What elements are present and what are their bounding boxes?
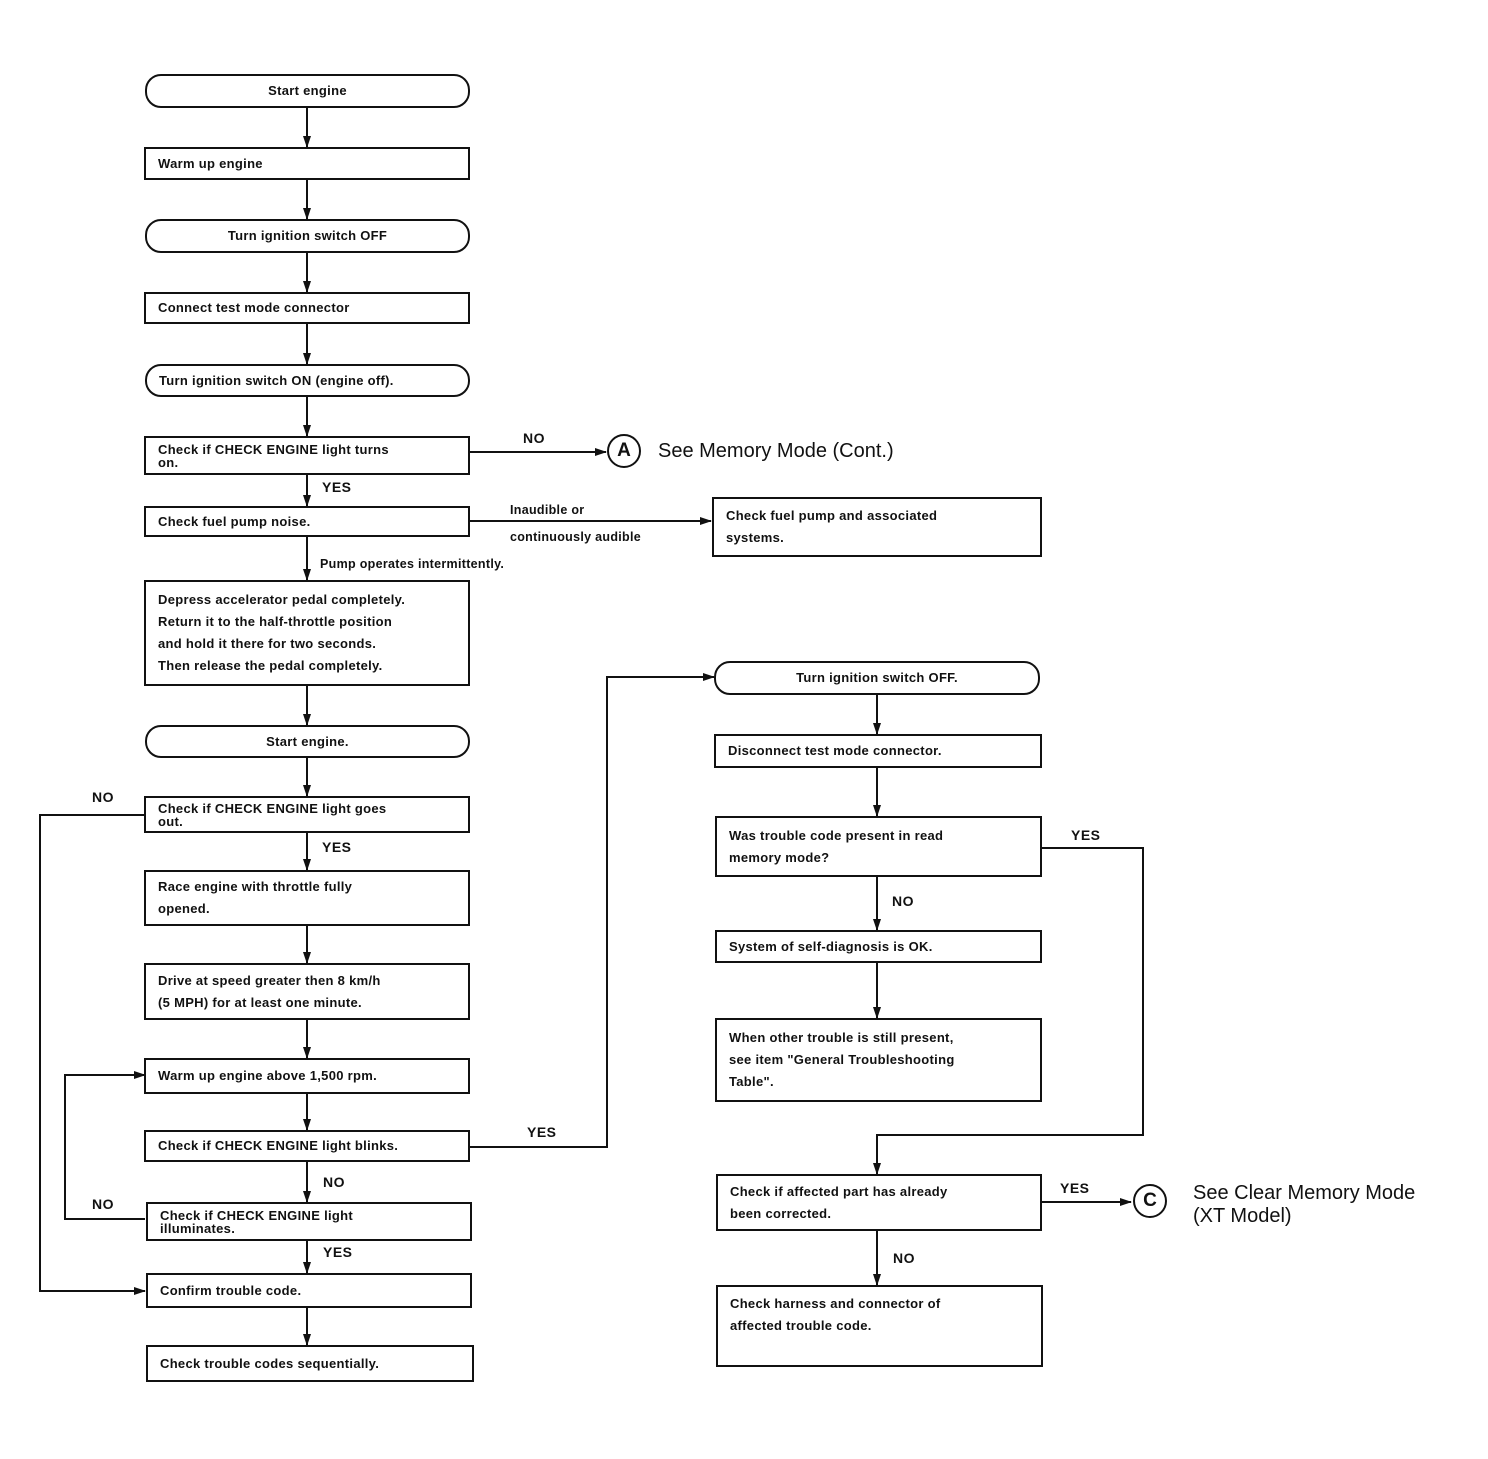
edge-label-yes: YES — [1060, 1180, 1090, 1196]
step-text: Check fuel pump and associated — [726, 508, 938, 523]
step-ignition-off: Turn ignition switch OFF — [145, 219, 470, 253]
edge-label-yes: YES — [1071, 827, 1101, 843]
step-text: see item "General Troubleshooting — [729, 1052, 955, 1067]
step-text: Disconnect test mode connector. — [728, 743, 942, 758]
step-start-engine: Start engine — [145, 74, 470, 108]
flow-line — [64, 1071, 146, 1220]
step-text: Table". — [729, 1074, 774, 1089]
step-text: Check if CHECK ENGINE light goes — [158, 800, 387, 816]
step-check-codes-sequentially: Check trouble codes sequentially. — [146, 1345, 474, 1382]
step-text: Check if CHECK ENGINE light blinks. — [158, 1138, 399, 1153]
step-text: Confirm trouble code. — [160, 1282, 302, 1298]
edge-label-pump-inaudible: continuously audible — [510, 530, 642, 544]
decision-light-blinks: Check if CHECK ENGINE light blinks. — [144, 1130, 470, 1162]
step-ignition-on: Turn ignition switch ON (engine off). — [145, 364, 470, 397]
step-confirm-trouble-code: Confirm trouble code. — [146, 1273, 472, 1308]
step-text: Check fuel pump noise. — [158, 513, 311, 529]
step-text: Turn ignition switch ON (engine off). — [159, 372, 394, 388]
edge-label-no: NO — [523, 430, 545, 446]
step-text: systems. — [726, 530, 785, 545]
step-start-engine-2: Start engine. — [145, 725, 470, 758]
decision-light-goes-out: Check if CHECK ENGINE light goes out. — [144, 796, 470, 833]
step-text: on. — [158, 454, 179, 470]
step-text: Return it to the half-throttle position — [158, 614, 393, 629]
edge-label-yes: YES — [323, 1244, 353, 1260]
edge-label-no: NO — [892, 893, 914, 909]
decision-light-turns-on: Check if CHECK ENGINE light turns on. — [144, 436, 470, 475]
edge-label-pump-inaudible: Inaudible or — [510, 503, 585, 517]
step-text: (5 MPH) for at least one minute. — [158, 994, 362, 1010]
step-other-trouble: When other trouble is still present, see… — [715, 1018, 1042, 1102]
step-disconnect-test-mode: Disconnect test mode connector. — [714, 734, 1042, 768]
step-connect-test-mode: Connect test mode connector — [144, 292, 470, 324]
step-warm-up-1500: Warm up engine above 1,500 rpm. — [144, 1058, 470, 1094]
step-text: affected trouble code. — [730, 1318, 872, 1333]
connector-c-reference: (XT Model) — [1193, 1205, 1292, 1227]
connector-a[interactable]: A — [607, 434, 641, 468]
step-text: Check harness and connector of — [730, 1296, 941, 1311]
step-text: and hold it there for two seconds. — [158, 636, 377, 651]
flow-line — [470, 673, 715, 1148]
step-drive: Drive at speed greater then 8 km/h (5 MP… — [144, 963, 470, 1020]
step-text: been corrected. — [730, 1205, 832, 1221]
step-text: Check if CHECK ENGINE light — [160, 1207, 354, 1223]
edge-label-yes: YES — [322, 479, 352, 495]
edge-label-no: NO — [893, 1250, 915, 1266]
step-text: memory mode? — [729, 849, 830, 865]
edge-label-yes: YES — [322, 839, 352, 855]
step-text: When other trouble is still present, — [729, 1030, 954, 1045]
connector-c[interactable]: C — [1133, 1184, 1167, 1218]
step-text: Was trouble code present in read — [729, 827, 944, 843]
step-check-harness: Check harness and connector of affected … — [716, 1285, 1043, 1367]
connector-letter: C — [1143, 1190, 1157, 1211]
flow-line — [873, 847, 1144, 1175]
step-text: Connect test mode connector — [158, 300, 350, 315]
step-warm-up-engine: Warm up engine — [144, 147, 470, 180]
flow-line — [39, 814, 146, 1295]
step-race-engine: Race engine with throttle fully opened. — [144, 870, 470, 926]
step-text: Race engine with throttle fully — [158, 879, 353, 894]
connector-a-reference: See Memory Mode (Cont.) — [658, 440, 894, 462]
step-text: out. — [158, 813, 184, 829]
step-text: Depress accelerator pedal completely. — [158, 592, 406, 607]
step-text: Turn ignition switch OFF. — [796, 670, 958, 685]
step-text: Start engine. — [266, 733, 349, 749]
step-text: opened. — [158, 901, 210, 916]
step-check-pump-systems: Check fuel pump and associated systems. — [712, 497, 1042, 557]
step-text: Check if CHECK ENGINE light turns — [158, 441, 389, 457]
connector-letter: A — [617, 440, 631, 461]
edge-label-no: NO — [92, 789, 114, 805]
connector-c-reference: See Clear Memory Mode — [1193, 1182, 1416, 1204]
step-text: illuminates. — [160, 1220, 236, 1236]
edge-label-no: NO — [92, 1196, 114, 1212]
step-ignition-off-2: Turn ignition switch OFF. — [714, 661, 1040, 695]
step-text: Turn ignition switch OFF — [227, 228, 388, 243]
step-text: Drive at speed greater then 8 km/h — [158, 972, 381, 988]
step-text: System of self-diagnosis is OK. — [729, 938, 933, 954]
step-text: Warm up engine above 1,500 rpm. — [158, 1068, 378, 1083]
decision-light-illuminates: Check if CHECK ENGINE light illuminates. — [146, 1202, 472, 1241]
step-self-diagnosis-ok: System of self-diagnosis is OK. — [715, 930, 1042, 963]
step-text: Check if affected part has already — [730, 1183, 948, 1199]
edge-label-no: NO — [323, 1174, 345, 1190]
decision-code-present: Was trouble code present in read memory … — [715, 816, 1042, 877]
decision-fuel-pump-noise: Check fuel pump noise. — [144, 506, 470, 537]
edge-label-yes: YES — [527, 1124, 557, 1140]
decision-part-corrected: Check if affected part has already been … — [716, 1174, 1042, 1231]
step-text: Warm up engine — [158, 155, 263, 171]
edge-label-pump-intermittent: Pump operates intermittently. — [320, 557, 505, 571]
step-text: Then release the pedal completely. — [158, 658, 383, 673]
step-depress-pedal: Depress accelerator pedal completely. Re… — [144, 580, 470, 686]
step-text: Check trouble codes sequentially. — [160, 1355, 380, 1371]
step-text: Start engine — [268, 83, 347, 98]
